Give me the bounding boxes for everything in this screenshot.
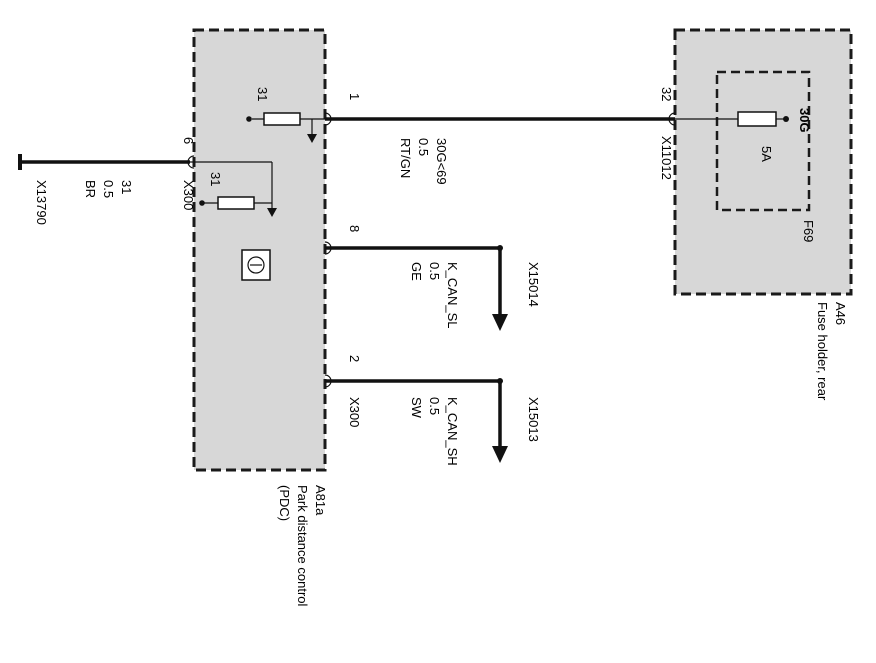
x15014-label: X15014	[526, 262, 541, 307]
fuse-rating-label: 5A	[759, 146, 774, 162]
x11012-label: X11012	[659, 136, 674, 180]
pin-32-terminal	[668, 112, 676, 126]
fuse-terminal-dot	[783, 116, 789, 122]
resistor-upper	[263, 112, 301, 126]
ground-31-upper-label: 31	[255, 87, 270, 101]
wire-k-can-sh-size: 0.5	[427, 397, 442, 415]
ecu-symbol-circle	[247, 256, 265, 274]
ground-size-label: 0.5	[101, 180, 116, 198]
ground-signal-label: 31	[119, 180, 134, 194]
fuse-f69-symbol	[737, 111, 777, 127]
ecu-symbol	[241, 249, 271, 281]
pin-1-terminal	[324, 112, 332, 126]
pdc-id-label: A81a	[313, 485, 328, 516]
x15013-label: X15013	[526, 397, 541, 442]
pin-2-label: 2	[347, 355, 362, 362]
pin-2-terminal	[324, 374, 332, 388]
ground-31-lower-label: 31	[208, 172, 223, 186]
pin-1-label: 1	[347, 93, 362, 100]
diode-arrow	[307, 134, 317, 143]
fuse-box-inner	[715, 70, 811, 212]
pin-6-label: 6	[181, 137, 196, 144]
wire-30g-size: 0.5	[416, 138, 431, 156]
fuse-holder-box	[673, 28, 853, 296]
ground-dot-lower	[199, 200, 205, 206]
wire-k-can-sh-color: SW	[409, 397, 424, 419]
fuse-holder-name-label: Fuse holder, rear	[815, 302, 830, 401]
wire-k-can-sl-color: GE	[409, 262, 424, 281]
wire-k-can-sl-size: 0.5	[427, 262, 442, 280]
wire-30g-signal: 30G<69	[434, 138, 449, 185]
pdc-connector-bottom-label: X300	[347, 397, 362, 427]
ground-connector-label: X13790	[34, 180, 49, 225]
pdc-name-label: Park distance control	[295, 485, 310, 607]
fuse-terminal-label: 30G	[797, 108, 812, 133]
fuse-holder-id-label: A46	[833, 302, 848, 325]
x15014-arrow-head	[492, 314, 508, 331]
wire-k-can-sh-signal: K_CAN_SH	[445, 397, 460, 466]
ground-color-label: BR	[83, 180, 98, 198]
pdc-abbr-label: (PDC)	[277, 485, 292, 521]
pin-6-terminal	[187, 155, 195, 169]
resistor-lower	[217, 196, 255, 210]
pin-32-label: 32	[659, 87, 674, 101]
pin-8-label: 8	[347, 225, 362, 232]
x15013-arrow-head	[492, 446, 508, 463]
pdc-connector-left-label: X300	[181, 180, 196, 210]
ground-dot-upper	[246, 116, 252, 122]
pin-8-terminal	[324, 241, 332, 255]
wire-30g-color: RT/GN	[398, 138, 413, 178]
internal-arrow	[267, 208, 277, 217]
wire-k-can-sl-signal: K_CAN_SL	[445, 262, 460, 328]
fuse-id-label: F69	[801, 220, 816, 242]
